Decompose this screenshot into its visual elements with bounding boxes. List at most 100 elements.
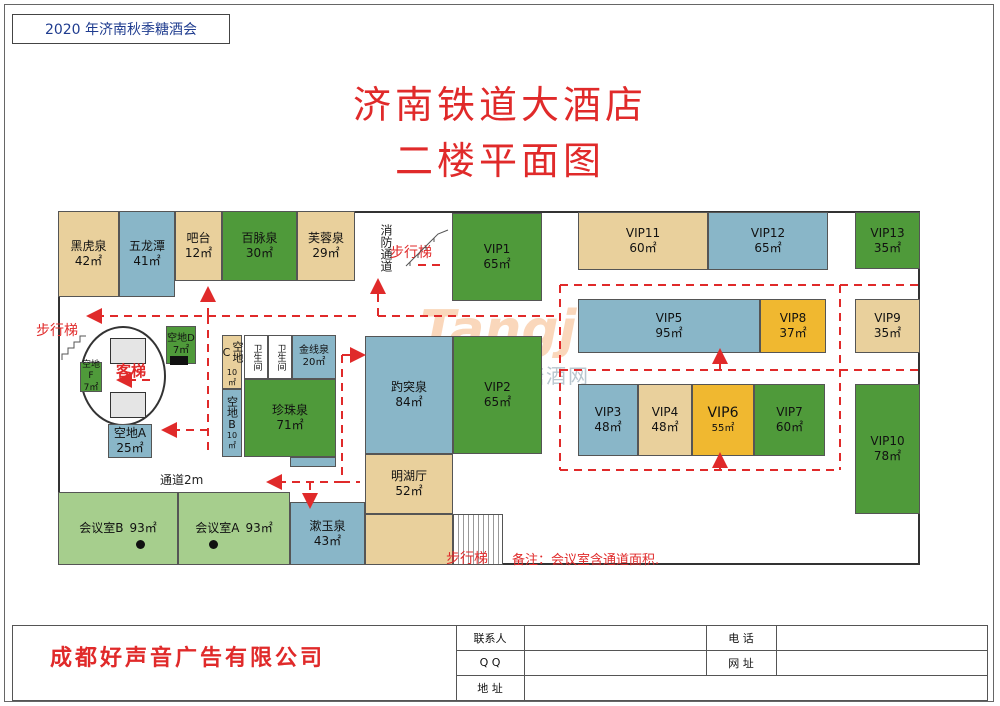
room-kongdi-f[interactable]: 空地F 7㎡ xyxy=(80,360,102,393)
room-vip11[interactable]: VIP11 60㎡ xyxy=(578,212,708,270)
room-area: 55㎡ xyxy=(711,422,735,434)
room-baimaiquan[interactable]: 百脉泉 30㎡ xyxy=(222,211,297,281)
room-meeting-b[interactable]: 会议室B 93㎡ xyxy=(58,492,178,565)
footer-divider xyxy=(456,650,988,651)
room-area: 78㎡ xyxy=(873,449,902,463)
room-name: 珍珠泉 xyxy=(271,403,308,417)
room-area: 48㎡ xyxy=(594,420,622,434)
room-baotuquan[interactable]: 趵突泉 84㎡ xyxy=(365,336,453,454)
room-area: 35㎡ xyxy=(873,326,902,340)
room-area: 65㎡ xyxy=(754,241,782,255)
restroom-2[interactable]: 卫生间 xyxy=(268,335,292,379)
room-name: VIP3 xyxy=(594,405,622,419)
room-name: 空地D xyxy=(167,332,195,344)
room-vip1[interactable]: VIP1 65㎡ xyxy=(452,213,542,301)
room-vip4[interactable]: VIP4 48㎡ xyxy=(638,384,692,456)
room-name: 漱玉泉 xyxy=(309,518,346,533)
room-vip3[interactable]: VIP3 48㎡ xyxy=(578,384,638,456)
address-label: 地 址 xyxy=(477,682,503,695)
stairs-left-label: 步行梯 xyxy=(36,323,78,339)
room-furongquan[interactable]: 芙蓉泉 29㎡ xyxy=(297,211,355,281)
room-name: 空地B xyxy=(225,395,239,431)
room-area: 60㎡ xyxy=(775,420,804,434)
kongdi-d-block xyxy=(170,356,188,365)
room-area: 71㎡ xyxy=(276,418,304,432)
room-area: 7㎡ xyxy=(172,345,190,356)
room-name: VIP1 xyxy=(483,242,511,256)
room-kongdi-c[interactable]: 空地C 10㎡ xyxy=(220,335,244,389)
room-area: 60㎡ xyxy=(629,241,657,255)
room-name: 百脉泉 xyxy=(241,231,278,245)
room-jinxianquan[interactable]: 金线泉 20㎡ xyxy=(292,335,336,379)
meeting-b-marker xyxy=(136,540,145,549)
elevator-car-2 xyxy=(110,392,146,418)
room-area: 48㎡ xyxy=(651,420,679,434)
qq-label: Q Q xyxy=(479,656,501,669)
footer-divider xyxy=(456,675,988,676)
room-area: 30㎡ xyxy=(245,246,274,260)
room-name: 空地A xyxy=(113,426,147,440)
room-name: VIP4 xyxy=(651,405,679,419)
room-vip6[interactable]: VIP6 55㎡ xyxy=(692,384,754,456)
room-name: 趵突泉 xyxy=(390,380,427,394)
room-name: VIP8 xyxy=(779,311,807,325)
stairs-left-icon xyxy=(61,335,86,360)
room-vip13[interactable]: VIP13 35㎡ xyxy=(855,212,920,269)
room-vip2[interactable]: VIP2 65㎡ xyxy=(453,336,542,454)
page-title: 济南铁道大酒店 xyxy=(352,83,647,127)
room-area: 41㎡ xyxy=(133,254,161,268)
room-area: 37㎡ xyxy=(779,326,807,340)
room-vip8[interactable]: VIP8 37㎡ xyxy=(760,299,826,353)
website-label: 网 址 xyxy=(728,656,754,670)
room-area: 10㎡ xyxy=(226,368,238,387)
room-kongdi-b[interactable]: 空地B 10㎡ xyxy=(222,389,242,457)
phone-label: 电 话 xyxy=(728,631,754,645)
room-vip5[interactable]: VIP5 95㎡ xyxy=(578,299,760,353)
room-vip9[interactable]: VIP9 35㎡ xyxy=(855,299,920,353)
footer-divider xyxy=(456,625,457,701)
room-name: VIP11 xyxy=(625,226,661,240)
room-name: VIP12 xyxy=(750,226,786,240)
room-name: VIP13 xyxy=(870,225,905,240)
room-vip12[interactable]: VIP12 65㎡ xyxy=(708,212,828,270)
room-name: VIP2 xyxy=(484,380,511,394)
footer-box xyxy=(12,625,988,701)
room-kongdi-a[interactable]: 空地A 25㎡ xyxy=(108,424,152,458)
room-name: VIP9 xyxy=(874,311,901,325)
room-heihuquan[interactable]: 黑虎泉 42㎡ xyxy=(58,211,119,297)
room-area: 84㎡ xyxy=(395,395,423,409)
meeting-a-marker xyxy=(209,540,218,549)
footer-divider xyxy=(524,625,525,701)
stairs-top-label: 步行梯 xyxy=(390,245,432,261)
page-frame xyxy=(4,4,994,702)
room-bar[interactable]: 吧台 12㎡ xyxy=(175,211,222,281)
room-name: 黑虎泉 xyxy=(70,239,107,253)
page-subtitle: 二楼平面图 xyxy=(394,139,605,183)
room-zhenzhuquan[interactable]: 珍珠泉 71㎡ xyxy=(244,379,336,457)
note-text: 备注：会议室含通道面积. xyxy=(512,553,660,568)
room-minghuting[interactable]: 明湖厅 52㎡ xyxy=(365,454,453,514)
room-shuyuquan[interactable]: 漱玉泉 43㎡ xyxy=(290,502,365,565)
event-tag: 2020 年济南秋季糖酒会 xyxy=(12,14,230,44)
room-vip7[interactable]: VIP7 60㎡ xyxy=(754,384,825,456)
room-name: 吧台 xyxy=(186,231,211,245)
stairs-bottom-icon xyxy=(453,514,503,565)
room-vip10[interactable]: VIP10 78㎡ xyxy=(855,384,920,514)
room-area: 52㎡ xyxy=(395,484,423,498)
room-area: 20㎡ xyxy=(302,357,326,368)
room-area: 12㎡ xyxy=(184,246,213,260)
room-name: 明湖厅 xyxy=(390,469,427,483)
room-name: 五龙潭 xyxy=(128,239,165,253)
room-name: 卫生间 xyxy=(275,343,286,371)
room-name: 空地C xyxy=(220,341,244,363)
stairs-bottom-label: 步行梯 xyxy=(446,551,488,567)
restroom-1[interactable]: 卫生间 xyxy=(244,335,268,379)
room-name: 芙蓉泉 xyxy=(307,231,344,245)
room-name: VIP10 xyxy=(870,434,905,448)
room-meeting-a[interactable]: 会议室A 93㎡ xyxy=(178,492,290,565)
room-area: 95㎡ xyxy=(655,326,683,340)
room-wulongtan[interactable]: 五龙潭 41㎡ xyxy=(119,211,175,297)
elevator-car-1 xyxy=(110,338,146,364)
